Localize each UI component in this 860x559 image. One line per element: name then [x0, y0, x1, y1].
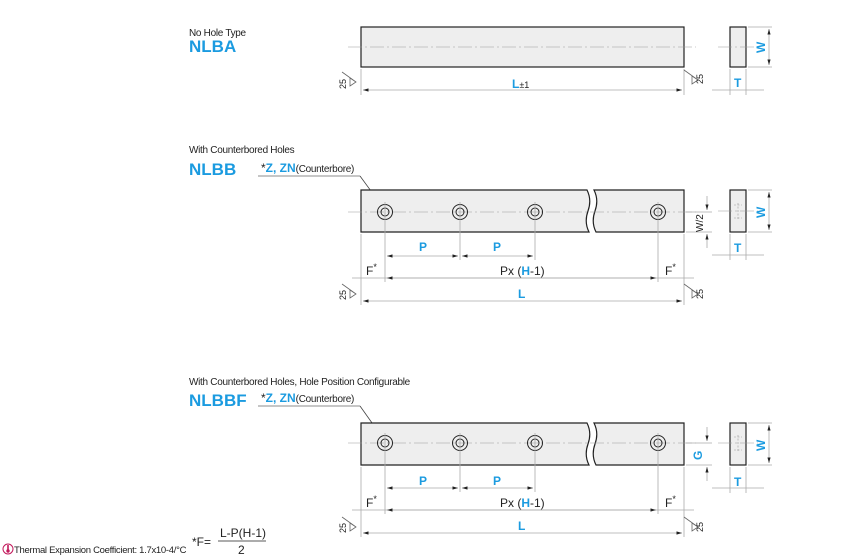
roughness-value: 25: [338, 290, 348, 300]
length-label: L±1: [512, 77, 529, 91]
roughness-value: 25: [695, 74, 705, 84]
roughness-value: 25: [695, 522, 705, 532]
section-nlbb: With Counterbored Holes NLBB *Z, ZN(Coun…: [189, 145, 772, 305]
thickness-label: T: [734, 76, 742, 90]
width-label: W: [754, 206, 768, 218]
hole-note: *Z, ZN(Counterbore): [261, 391, 354, 405]
thickness-label: T: [734, 475, 742, 489]
length-label: L: [518, 519, 525, 533]
product-code: NLBBF: [189, 391, 247, 410]
thickness-label: T: [734, 241, 742, 255]
formula-numerator: L-P(H-1): [220, 526, 266, 540]
f-label-left: F*: [366, 262, 377, 278]
half-width-label: W/2: [695, 214, 706, 232]
bar-front-view: [360, 422, 591, 466]
pitch-total-label: Px (H-1): [500, 264, 545, 278]
roughness-value: 25: [338, 523, 348, 533]
formula-denominator: 2: [238, 543, 245, 557]
f-label-right: F*: [665, 262, 676, 278]
f-label-left: F*: [366, 494, 377, 510]
width-label: W: [754, 439, 768, 451]
pitch-total-label: Px (H-1): [500, 496, 545, 510]
hole-note: *Z, ZN(Counterbore): [261, 161, 354, 175]
roughness-value: 25: [695, 289, 705, 299]
thermometer-icon: [2, 543, 14, 555]
pitch-label: P: [419, 240, 427, 254]
product-code: NLBA: [189, 37, 236, 56]
length-label: L: [518, 287, 525, 301]
thermal-note: Thermal Expansion Coefficient: 1.7x10-4/…: [2, 543, 187, 556]
section-nlbbf: With Counterbored Holes, Hole Position C…: [189, 377, 772, 537]
product-code: NLBB: [189, 160, 236, 179]
f-label-right: F*: [665, 494, 676, 510]
formula-lhs: *F=: [192, 535, 211, 549]
pitch-label: P: [493, 240, 501, 254]
section-nlba: No Hole Type NLBA L±1 25 25 W T: [189, 26, 772, 95]
thermal-expansion-text: Thermal Expansion Coefficient: 1.7x10-4/…: [14, 545, 187, 556]
section-caption: With Counterbored Holes, Hole Position C…: [189, 377, 411, 388]
pitch-label: P: [419, 474, 427, 488]
section-caption: No Hole Type: [189, 28, 247, 39]
roughness-value: 25: [338, 79, 348, 89]
bar-front-view: [360, 189, 591, 233]
g-label: G: [691, 451, 705, 460]
section-caption: With Counterbored Holes: [189, 145, 295, 156]
width-label: W: [754, 41, 768, 53]
pitch-label: P: [493, 474, 501, 488]
f-formula: *F= L-P(H-1) 2: [192, 526, 266, 557]
